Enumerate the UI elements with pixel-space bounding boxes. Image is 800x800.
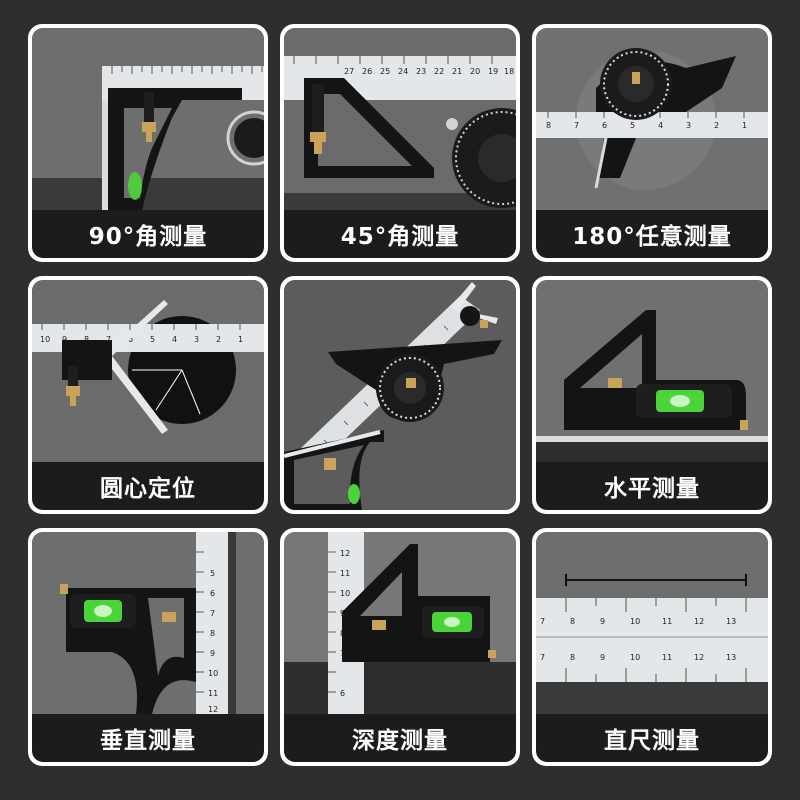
ruler-label: 10 [340,589,350,598]
ruler-label: 11 [340,569,350,578]
tile-depth-measure-image: 12 11 10 9 8 7 6 [284,532,516,714]
tile-180-degree-caption: 180°任意测量 [536,210,768,258]
product-overview-image [284,280,516,510]
ruler-label: 12 [208,705,218,714]
ruler-label: 18 [504,67,514,76]
ruler-label: 8 [570,617,575,626]
tile-horizontal-level-caption: 水平测量 [536,462,768,510]
tile-horizontal-level-image [536,280,768,462]
ruler-label: 9 [600,617,605,626]
tile-ruler-measure: 7 8 9 10 11 12 13 7 8 9 10 11 12 13 [532,528,772,766]
ruler-label: 11 [662,617,672,626]
ruler-label: 2 [216,335,221,344]
ruler-label: 25 [380,67,390,76]
tile-180-degree-image: 8 7 6 5 4 3 2 1 [536,28,768,210]
tile-center-finding-caption: 圆心定位 [32,462,264,510]
ruler-label: 21 [452,67,462,76]
ruler-label: 10 [208,669,218,678]
ruler-label: 9 [62,335,67,344]
ruler-labels-tile9-bottom: 7 8 9 10 11 12 13 [540,653,736,662]
horizontal-level-illustration [536,280,768,462]
tile-center-finding-image: 10 9 8 7 6 5 4 3 2 1 [32,280,264,462]
tile-horizontal-level: 水平测量 [532,276,772,514]
ruler-label: 5 [150,335,155,344]
ruler-label: 7 [574,121,579,130]
tile-vertical-level-image: 5 6 7 8 9 10 11 12 [32,532,264,714]
combination-square-set-illustration [284,280,516,510]
ruler-label: 8 [84,335,89,344]
ruler-label: 13 [726,653,736,662]
ruler-label: 11 [662,653,672,662]
center-finder-illustration: 10 9 8 7 6 5 4 3 2 1 [32,280,264,462]
ruler-label: 6 [128,335,133,344]
ruler-label: 22 [434,67,444,76]
ruler-label: 7 [106,335,111,344]
ruler-label: 13 [726,617,736,626]
tile-center-finding: 10 9 8 7 6 5 4 3 2 1 [28,276,268,514]
ruler-labels-tile3: 8 7 6 5 4 3 2 1 [546,121,747,130]
tile-depth-measure: 12 11 10 9 8 7 6 深度测量 [280,528,520,766]
ruler-label: 4 [658,121,663,130]
ruler-label: 27 [344,67,354,76]
ruler-labels-tile9-top: 7 8 9 10 11 12 13 [540,617,736,626]
tile-ruler-measure-image: 7 8 9 10 11 12 13 7 8 9 10 11 12 13 [536,532,768,714]
ruler-label: 2 [714,121,719,130]
ruler-label: 11 [208,689,218,698]
ruler-label: 26 [362,67,372,76]
tile-180-degree: 8 7 6 5 4 3 2 1 180°任意测量 [532,24,772,262]
vertical-level-illustration: 5 6 7 8 9 10 11 12 [32,532,264,714]
tile-45-degree: 27 26 25 24 23 22 21 20 19 18 [280,24,520,262]
ruler-label: 24 [398,67,408,76]
ruler-label: 5 [630,121,635,130]
tile-90-degree: 90°角测量 [28,24,268,262]
tile-ruler-measure-caption: 直尺测量 [536,714,768,762]
ruler-label: 9 [600,653,605,662]
ruler-label: 1 [238,335,243,344]
ruler-label: 7 [540,653,545,662]
ruler-label: 5 [210,569,215,578]
combination-square-180-illustration: 8 7 6 5 4 3 2 1 [536,28,768,210]
ruler-label: 1 [742,121,747,130]
ruler-label: 8 [546,121,551,130]
ruler-label: 6 [602,121,607,130]
ruler-label: 20 [470,67,480,76]
ruler-label: 3 [686,121,691,130]
ruler-label: 23 [416,67,426,76]
ruler-label: 8 [210,629,215,638]
ruler-label: 12 [340,549,350,558]
tile-vertical-level: 5 6 7 8 9 10 11 12 垂直测量 [28,528,268,766]
ruler-label: 9 [210,649,215,658]
combination-square-45-illustration: 27 26 25 24 23 22 21 20 19 18 [284,28,516,210]
ruler-label: 8 [570,653,575,662]
tile-vertical-level-caption: 垂直测量 [32,714,264,762]
ruler-label: 12 [694,617,704,626]
tile-45-degree-caption: 45°角测量 [284,210,516,258]
ruler-label: 12 [694,653,704,662]
ruler-labels-tile7: 5 6 7 8 9 10 11 12 [208,569,218,714]
ruler-labels-tile4: 10 9 8 7 6 5 4 3 2 1 [40,335,243,344]
tile-90-degree-caption: 90°角测量 [32,210,264,258]
tile-depth-measure-caption: 深度测量 [284,714,516,762]
combination-square-90-illustration [32,28,264,210]
tile-90-degree-image [32,28,264,210]
ruler-label: 3 [194,335,199,344]
ruler-label: 10 [40,335,50,344]
tile-45-degree-image: 27 26 25 24 23 22 21 20 19 18 [284,28,516,210]
ruler-label: 10 [630,653,640,662]
tile-product-overview [280,276,520,514]
depth-measure-illustration: 12 11 10 9 8 7 6 [284,532,516,714]
ruler-label: 10 [630,617,640,626]
ruler-label: 7 [210,609,215,618]
ruler-label: 19 [488,67,498,76]
straight-ruler-illustration: 7 8 9 10 11 12 13 7 8 9 10 11 12 13 [536,532,768,714]
ruler-label: 7 [540,617,545,626]
ruler-labels-tile2: 27 26 25 24 23 22 21 20 19 18 [344,67,514,76]
ruler-label: 6 [340,689,345,698]
ruler-label: 4 [172,335,177,344]
ruler-label: 6 [210,589,215,598]
